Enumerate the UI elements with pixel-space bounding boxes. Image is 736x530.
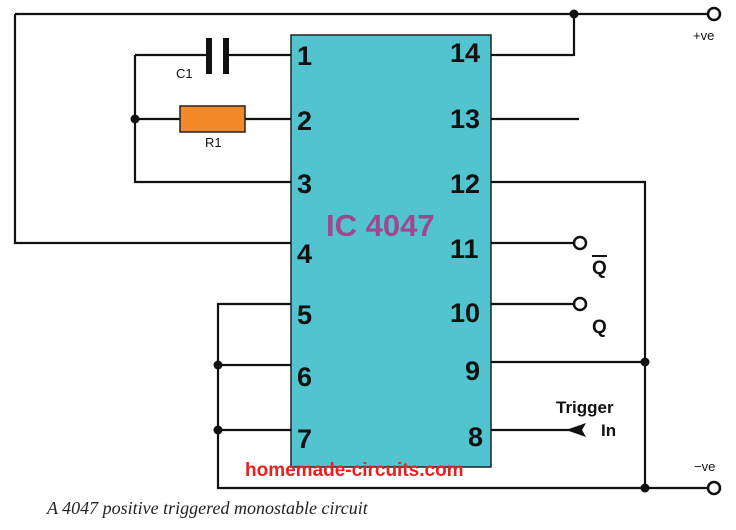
caption: A 4047 positive triggered monostable cir…	[46, 498, 369, 518]
terminal-negative	[706, 480, 722, 496]
wire-rc-vertical	[133, 55, 291, 184]
terminal-positive	[706, 6, 722, 22]
pin-label-5: 5	[297, 300, 312, 330]
pin-label-9: 9	[465, 356, 480, 386]
pin-label-6: 6	[297, 362, 312, 392]
pin-label-10: 10	[450, 298, 480, 328]
capacitor-plate-left	[206, 38, 212, 74]
pin-label-13: 13	[450, 104, 480, 134]
capacitor-label: C1	[176, 66, 193, 81]
junction-bottom-rail	[640, 483, 650, 493]
pin-label-2: 2	[297, 106, 312, 136]
positive-terminal-label: +ve	[693, 28, 714, 43]
pin-label-11: 11	[450, 234, 479, 264]
wire-pin12	[491, 180, 647, 488]
pin-label-3: 3	[297, 169, 312, 199]
junction-rc	[130, 114, 140, 124]
wire-pin14	[491, 14, 576, 57]
resistor-label: R1	[205, 135, 222, 150]
ic-label: IC 4047	[326, 208, 435, 243]
trigger-label-line2: In	[601, 421, 616, 440]
pin-label-14: 14	[450, 38, 480, 68]
pin-label-12: 12	[450, 169, 480, 199]
terminal-q	[572, 296, 588, 312]
pin-label-1: 1	[297, 41, 312, 71]
watermark: homemade-circuits.com	[245, 460, 464, 481]
pin-label-8: 8	[468, 422, 483, 452]
pin-label-4: 4	[297, 239, 312, 269]
trigger-label-line1: Trigger	[556, 398, 614, 417]
pin-label-7: 7	[297, 424, 312, 454]
resistor-body	[179, 105, 246, 133]
capacitor-plate-right	[223, 38, 229, 74]
q-bar-label: Q	[592, 258, 607, 279]
wire-pins-5-6-7	[216, 302, 710, 490]
q-label: Q	[592, 317, 607, 338]
ic-body	[290, 34, 492, 468]
junction-pin6	[213, 360, 223, 370]
junction-top-rail	[569, 9, 579, 19]
junction-pin7	[213, 425, 223, 435]
terminal-q-bar	[572, 235, 588, 251]
negative-terminal-label: −ve	[694, 459, 715, 474]
wire-pin4-loop	[13, 14, 291, 245]
trigger-arrow	[566, 423, 586, 437]
junction-pin9	[640, 357, 650, 367]
